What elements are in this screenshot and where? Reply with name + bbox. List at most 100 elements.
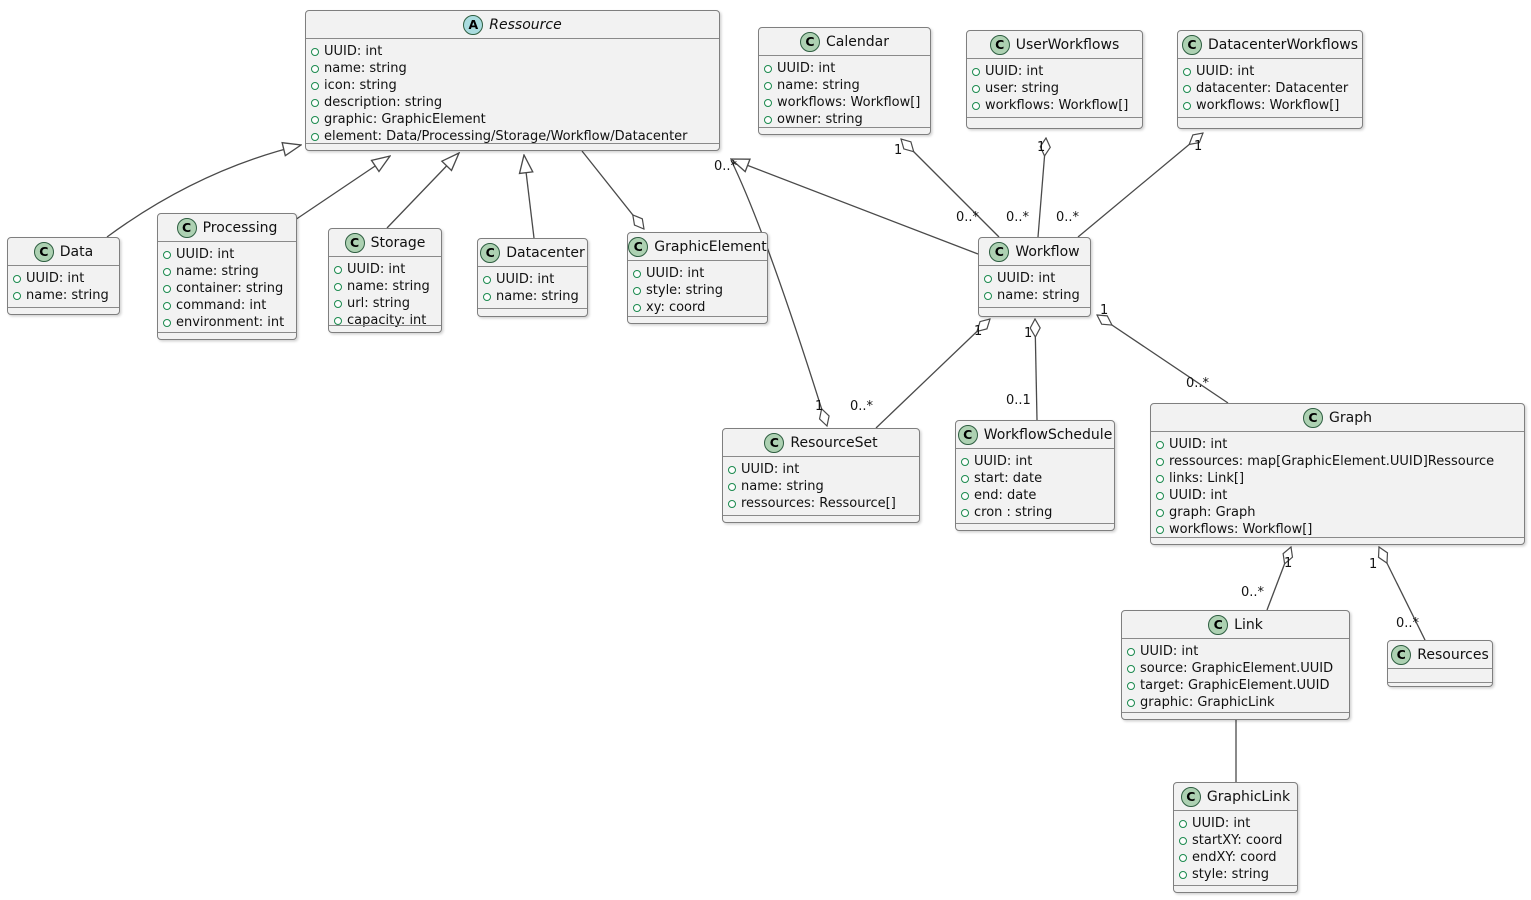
- attribute-row: UUID: int: [984, 270, 1084, 287]
- visibility-circle-icon: [163, 284, 171, 293]
- attribute-row: datacenter: Datacenter: [1183, 80, 1356, 97]
- attribute-row: UUID: int: [163, 246, 290, 263]
- class-icon: C: [764, 432, 785, 453]
- attribute-row: capacity: int: [334, 312, 435, 329]
- edge-workflow-calendar: [901, 139, 1000, 238]
- attribute-text: name: string: [26, 288, 109, 303]
- visibility-circle-icon: [311, 98, 319, 107]
- attribute-text: datacenter: Datacenter: [1196, 81, 1349, 96]
- attribute-row: name: string: [984, 287, 1084, 304]
- attribute-text: element: Data/Processing/Storage/Workflo…: [324, 129, 688, 144]
- class-name: Link: [1234, 616, 1263, 633]
- visibility-circle-icon: [728, 482, 736, 491]
- attribute-row: end: date: [961, 487, 1108, 504]
- attribute-text: target: GraphicElement.UUID: [1140, 678, 1330, 693]
- visibility-circle-icon: [764, 98, 772, 107]
- attribute-text: graph: Graph: [1169, 505, 1256, 520]
- attribute-row: UUID: int: [1183, 63, 1356, 80]
- attribute-row: graphic: GraphicElement: [311, 111, 713, 128]
- multiplicity-label: 0..*: [1056, 210, 1080, 225]
- edge-data-ressource: [106, 145, 301, 238]
- multiplicity-label: 0..1: [1006, 393, 1031, 408]
- attribute-row: command: int: [163, 297, 290, 314]
- visibility-circle-icon: [1179, 853, 1187, 862]
- methods-compartment: [329, 325, 441, 332]
- visibility-circle-icon: [483, 275, 491, 284]
- visibility-circle-icon: [311, 81, 319, 90]
- attribute-text: UUID: int: [26, 271, 85, 286]
- multiplicity-label: 0..*: [850, 399, 874, 414]
- visibility-circle-icon: [163, 267, 171, 276]
- attribute-text: style: string: [646, 283, 724, 298]
- methods-compartment: [1178, 117, 1362, 128]
- visibility-circle-icon: [728, 465, 736, 474]
- methods-compartment: [8, 307, 119, 314]
- class-title: C ResourceSet: [723, 429, 919, 457]
- attribute-row: UUID: int: [334, 261, 435, 278]
- methods-compartment: [628, 316, 767, 323]
- visibility-circle-icon: [972, 67, 980, 76]
- visibility-circle-icon: [334, 299, 342, 308]
- class-name: Calendar: [826, 33, 889, 50]
- attribute-row: cron : string: [961, 504, 1108, 521]
- attribute-text: workflows: Workflow[]: [1169, 522, 1313, 537]
- class-name: Graph: [1329, 409, 1372, 426]
- methods-compartment: [478, 308, 587, 316]
- attribute-row: element: Data/Processing/Storage/Workflo…: [311, 128, 713, 145]
- methods-compartment: [158, 332, 296, 339]
- multiplicity-label: 1: [974, 324, 983, 339]
- visibility-circle-icon: [1127, 698, 1135, 707]
- attribute-text: name: string: [741, 479, 824, 494]
- attribute-row: description: string: [311, 94, 713, 111]
- class-icon: C: [628, 236, 649, 257]
- attribute-text: container: string: [176, 281, 284, 296]
- visibility-circle-icon: [728, 499, 736, 508]
- attribute-row: ressources: Ressource[]: [728, 495, 913, 512]
- attribute-row: UUID: int: [13, 270, 113, 287]
- attribute-row: start: date: [961, 470, 1108, 487]
- visibility-circle-icon: [1183, 84, 1191, 93]
- visibility-circle-icon: [1156, 474, 1164, 483]
- methods-compartment: [306, 143, 719, 150]
- attribute-text: name: string: [176, 264, 259, 279]
- class-attributes: [1388, 669, 1492, 682]
- attribute-text: graphic: GraphicLink: [1140, 695, 1275, 710]
- attribute-row: UUID: int: [483, 271, 581, 288]
- attribute-text: cron : string: [974, 505, 1053, 520]
- attribute-row: UUID: int: [961, 453, 1108, 470]
- attribute-text: startXY: coord: [1192, 833, 1283, 848]
- class-icon: C: [957, 424, 978, 445]
- attribute-row: target: GraphicElement.UUID: [1127, 677, 1343, 694]
- attribute-text: workflows: Workflow[]: [985, 98, 1129, 113]
- attribute-text: UUID: int: [324, 44, 383, 59]
- class-icon: C: [480, 242, 501, 263]
- class-icon: C: [989, 241, 1010, 262]
- attribute-text: name: string: [997, 288, 1080, 303]
- visibility-circle-icon: [1156, 440, 1164, 449]
- attribute-text: graphic: GraphicElement: [324, 112, 486, 127]
- attribute-text: UUID: int: [176, 247, 235, 262]
- attribute-text: endXY: coord: [1192, 850, 1277, 865]
- attribute-row: style: string: [1179, 866, 1291, 883]
- class-name: ResourceSet: [790, 434, 878, 451]
- attribute-row: name: string: [13, 287, 113, 304]
- attribute-text: UUID: int: [974, 454, 1033, 469]
- attribute-row: UUID: int: [311, 43, 713, 60]
- attribute-row: workflows: Workflow[]: [764, 94, 924, 111]
- attribute-text: UUID: int: [347, 262, 406, 277]
- edge-workflow-datacenterworkflows: [1077, 133, 1203, 238]
